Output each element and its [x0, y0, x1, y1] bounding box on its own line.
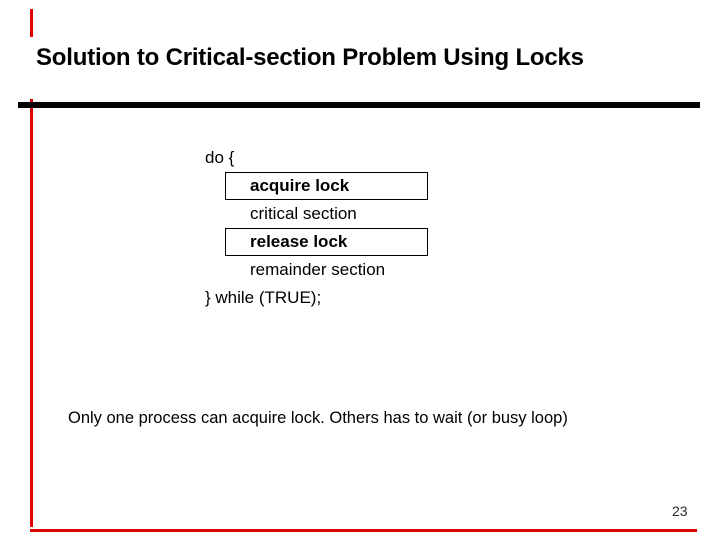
- code-text: remainder section: [250, 260, 386, 279]
- code-box-release-lock: release lock: [225, 228, 428, 256]
- code-line-critical-section: critical section: [205, 200, 428, 228]
- code-text: do {: [205, 148, 235, 167]
- code-line-while: } while (TRUE);: [205, 284, 428, 312]
- code-text: release lock: [250, 232, 348, 251]
- code-text: } while (TRUE);: [205, 288, 322, 307]
- note-text: Only one process can acquire lock. Other…: [68, 409, 568, 427]
- code-box-acquire-lock: acquire lock: [225, 172, 428, 200]
- left-accent-line: [30, 99, 33, 527]
- top-left-accent-line: [30, 9, 33, 37]
- bottom-accent-line: [30, 529, 697, 532]
- code-text: critical section: [250, 204, 357, 223]
- code-row: release lock: [205, 228, 428, 256]
- code-block: do { acquire lock critical section relea…: [205, 144, 428, 312]
- slide-title: Solution to Critical-section Problem Usi…: [36, 44, 584, 71]
- page-number: 23: [672, 503, 688, 519]
- code-row: acquire lock: [205, 172, 428, 200]
- title-divider: [18, 102, 700, 108]
- code-line-do: do {: [205, 144, 428, 172]
- code-line-remainder-section: remainder section: [205, 256, 428, 284]
- code-text: acquire lock: [250, 176, 350, 195]
